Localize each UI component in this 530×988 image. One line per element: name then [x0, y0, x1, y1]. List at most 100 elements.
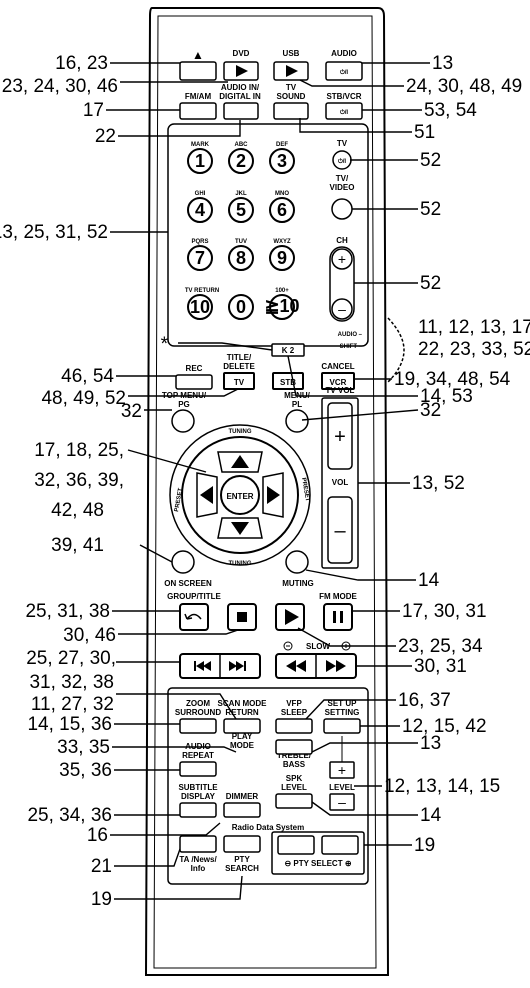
skip-forward-button[interactable]: [229, 661, 246, 671]
ref-label: 12, 15, 42: [402, 716, 487, 737]
vcr-mode-button[interactable]: [321, 372, 355, 390]
surround-button[interactable]: [179, 718, 217, 734]
display-label: DISPLAY: [181, 792, 216, 801]
pty-search-label: PTY: [234, 855, 250, 864]
ref-label: 33, 35: [57, 737, 110, 758]
ref-label: 16, 37: [398, 690, 451, 711]
key-10-button[interactable]: [187, 294, 213, 320]
audio-in-button[interactable]: [223, 102, 259, 120]
sleep-button[interactable]: [275, 718, 313, 734]
ref-label: 39, 41: [51, 535, 104, 556]
pause-icon: [340, 611, 343, 623]
level-down-button[interactable]: [329, 793, 355, 811]
tv-vol-label: TV VOL: [326, 386, 355, 395]
ref-label: 22, 23, 33, 52: [418, 339, 530, 360]
plus-icon: +: [338, 251, 346, 267]
key-3-button[interactable]: [269, 148, 295, 174]
slow-label: SLOW: [306, 642, 330, 651]
ref-label: 24, 30, 48, 49: [406, 76, 522, 97]
ref-label: 13, 25, 31, 52: [0, 222, 108, 243]
rec-button[interactable]: [175, 374, 213, 390]
ref-label: 32, 36, 39,: [34, 470, 124, 491]
key-5-button[interactable]: [228, 197, 254, 223]
key-7-button[interactable]: [187, 245, 213, 271]
tv-sound-button[interactable]: [273, 102, 309, 120]
top-menu-button[interactable]: [171, 409, 195, 433]
ref-label: 21: [91, 856, 112, 877]
tv-mode-button[interactable]: [223, 372, 255, 390]
eject-button[interactable]: [179, 61, 217, 81]
pty-select-minus-button[interactable]: [277, 835, 315, 855]
ch-up-button[interactable]: [331, 248, 353, 270]
ref-label: 52: [420, 273, 441, 294]
group-title-button[interactable]: [179, 603, 209, 631]
return-button[interactable]: [223, 718, 261, 734]
treble-bass-label: BASS: [283, 760, 306, 769]
vol-up-button[interactable]: [327, 402, 353, 470]
preset-left-label: PRESET: [174, 487, 184, 512]
ref-label: 22: [95, 126, 116, 147]
pty-search-button[interactable]: [223, 835, 261, 853]
tv-video-button[interactable]: [331, 198, 353, 220]
setting-button[interactable]: [323, 718, 361, 734]
treble-bass-button[interactable]: [275, 739, 313, 755]
ref-label: 51: [414, 122, 435, 143]
minus-icon: –: [338, 301, 346, 317]
cancel-label: CANCEL: [321, 362, 354, 371]
display-button[interactable]: [179, 802, 217, 818]
key-2-button[interactable]: [228, 148, 254, 174]
preset-right-label: PRESET: [300, 477, 310, 502]
stb-vcr-power-button[interactable]: [325, 102, 363, 120]
up-arrow-icon: [231, 455, 249, 468]
fm-am-button[interactable]: [179, 102, 217, 120]
rec-label: REC: [186, 364, 203, 373]
menu-button[interactable]: [285, 409, 309, 433]
key-8-button[interactable]: [228, 245, 254, 271]
level-up-button[interactable]: [329, 761, 355, 779]
dimmer-button[interactable]: [223, 802, 261, 818]
key-sublabel: MNO: [275, 191, 289, 197]
slow-back-icon[interactable]: [286, 660, 306, 672]
pty-select-plus-button[interactable]: [321, 835, 359, 855]
ref-label: 16, 23: [55, 53, 108, 74]
ref-label: 52: [420, 150, 441, 171]
digital-in-label: DIGITAL IN: [219, 92, 261, 101]
key-0-button[interactable]: [228, 294, 254, 320]
slow-forward-icon[interactable]: [326, 660, 346, 672]
key-4-button[interactable]: [187, 197, 213, 223]
ref-label: 23, 25, 34: [398, 636, 483, 657]
on-screen-button[interactable]: [171, 550, 195, 574]
play-icon: [285, 609, 299, 625]
tv-sound-label: TV: [286, 83, 297, 92]
spk-level-button[interactable]: [275, 793, 313, 809]
key-sublabel: WXYZ: [273, 239, 291, 245]
tv-mode-label: TV: [234, 378, 245, 387]
audio-power-button[interactable]: [325, 61, 363, 81]
pty-search-label: SEARCH: [225, 864, 259, 873]
muting-button[interactable]: [285, 550, 309, 574]
ta-news-button[interactable]: [179, 835, 217, 853]
group-title-label: GROUP/TITLE: [167, 592, 221, 601]
vfp-label: VFP: [286, 699, 302, 708]
key-1-button[interactable]: [187, 148, 213, 174]
ref-label: 11, 27, 32: [31, 694, 114, 715]
repeat-button[interactable]: [179, 761, 217, 777]
stb-mode-button[interactable]: [272, 372, 304, 390]
key-label: 5: [236, 200, 246, 220]
enter-button[interactable]: [220, 475, 260, 515]
ref-label: 14: [418, 570, 440, 591]
key-sublabel: MARK: [191, 142, 210, 148]
key-9-button[interactable]: [269, 245, 295, 271]
key-gte10-button[interactable]: [269, 294, 295, 320]
audio-shift-switch[interactable]: [387, 317, 405, 383]
skip-back-button[interactable]: [194, 661, 211, 671]
pause-button[interactable]: [323, 603, 353, 631]
minus-icon: –: [338, 794, 346, 810]
ch-down-button[interactable]: [331, 298, 353, 320]
vol-down-button[interactable]: [327, 496, 353, 564]
key-6-button[interactable]: [269, 197, 295, 223]
ref-label: 14, 15, 36: [27, 714, 112, 735]
ref-label: 46, 54: [61, 366, 114, 387]
sleep-label: SLEEP: [281, 708, 308, 717]
